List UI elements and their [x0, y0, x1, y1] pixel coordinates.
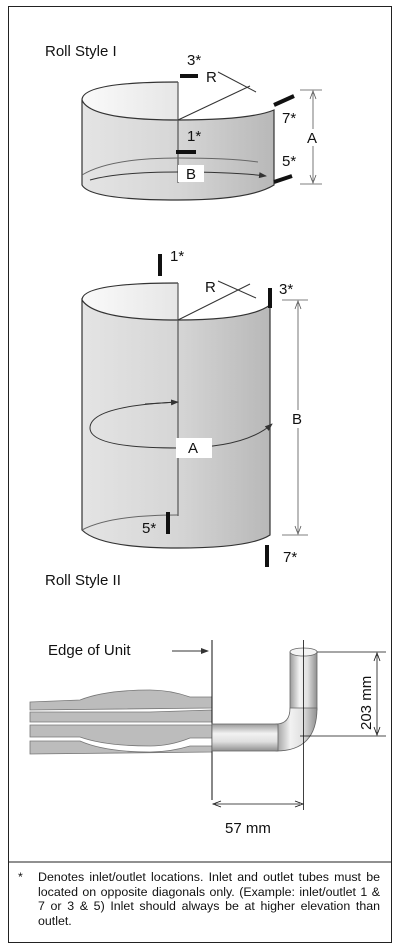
footnote-text: Denotes inlet/outlet locations. Inlet an…	[38, 870, 380, 928]
roll-2-top-rim	[81, 282, 179, 301]
roll-2-label-1: 1*	[170, 248, 184, 265]
diagram-frame	[8, 6, 392, 943]
tube-horizontal	[211, 723, 279, 752]
roll-1-label-b-bg	[178, 165, 204, 182]
roll-2-outer-wall	[81, 297, 271, 549]
roll-1-label-r: R	[206, 69, 217, 86]
tube-dim-width-arrows	[211, 800, 305, 808]
roll-1-label-3: 3*	[187, 52, 201, 69]
roll-style-2-diagram: A R 1* 3* 5* 7* B Roll Style II	[45, 248, 309, 589]
roll-1-top-rim	[81, 81, 179, 101]
tube-dim-height-arrows	[373, 651, 381, 737]
roll-style-1-title: Roll Style I	[45, 43, 117, 60]
roll-2-label-7: 7*	[283, 549, 297, 566]
tube-height-label: 203 mm	[358, 676, 375, 730]
roll-1-label-a-bg	[305, 129, 323, 146]
roll-1-nozzle-7	[273, 94, 295, 107]
roll-1-label-1: 1*	[187, 128, 201, 145]
roll-1-label-7: 7*	[282, 110, 296, 127]
roll-1-nozzle-5	[273, 174, 293, 184]
roll-1-radius-line	[177, 85, 251, 121]
roll-style-1-diagram: Roll Style I B R 3* 1* 7*	[45, 43, 323, 201]
roll-style-2-title: Roll Style II	[45, 572, 121, 589]
roll-2-label-a: A	[188, 440, 198, 457]
roll-1-inner-spiral	[81, 157, 259, 176]
roll-1-dim-a-arrows	[309, 89, 317, 185]
roll-1-label-b: B	[186, 166, 196, 183]
tube-elbow	[275, 707, 318, 752]
roll-2-label-r: R	[205, 279, 216, 296]
tube-width-label: 57 mm	[225, 820, 271, 837]
roll-2-label-b-bg	[289, 410, 309, 428]
tube-guide	[212, 652, 290, 710]
roll-2-label-3: 3*	[279, 281, 293, 298]
roll-1-label-5: 5*	[282, 153, 296, 170]
roll-2-inner-spiral	[81, 514, 179, 531]
roll-2-arrow-a-start	[144, 399, 179, 406]
roll-1-radius-tick	[217, 71, 257, 93]
roll-2-label-5: 5*	[142, 520, 156, 537]
tube-detail-diagram: Edge of Unit 203 mm	[29, 640, 386, 837]
roll-2-label-b: B	[292, 411, 302, 428]
roll-2-label-a-bg	[176, 438, 212, 458]
roll-2-dim-b-arrows	[294, 299, 302, 536]
footnote-marker: *	[18, 870, 23, 884]
fin-stack	[29, 689, 213, 755]
edge-of-unit-label: Edge of Unit	[48, 642, 131, 659]
roll-2-arrow-a	[89, 401, 273, 449]
roll-1-label-a: A	[307, 130, 317, 147]
footnote: * Denotes inlet/outlet locations. Inlet …	[18, 870, 380, 928]
roll-2-radius-tick	[217, 280, 257, 299]
